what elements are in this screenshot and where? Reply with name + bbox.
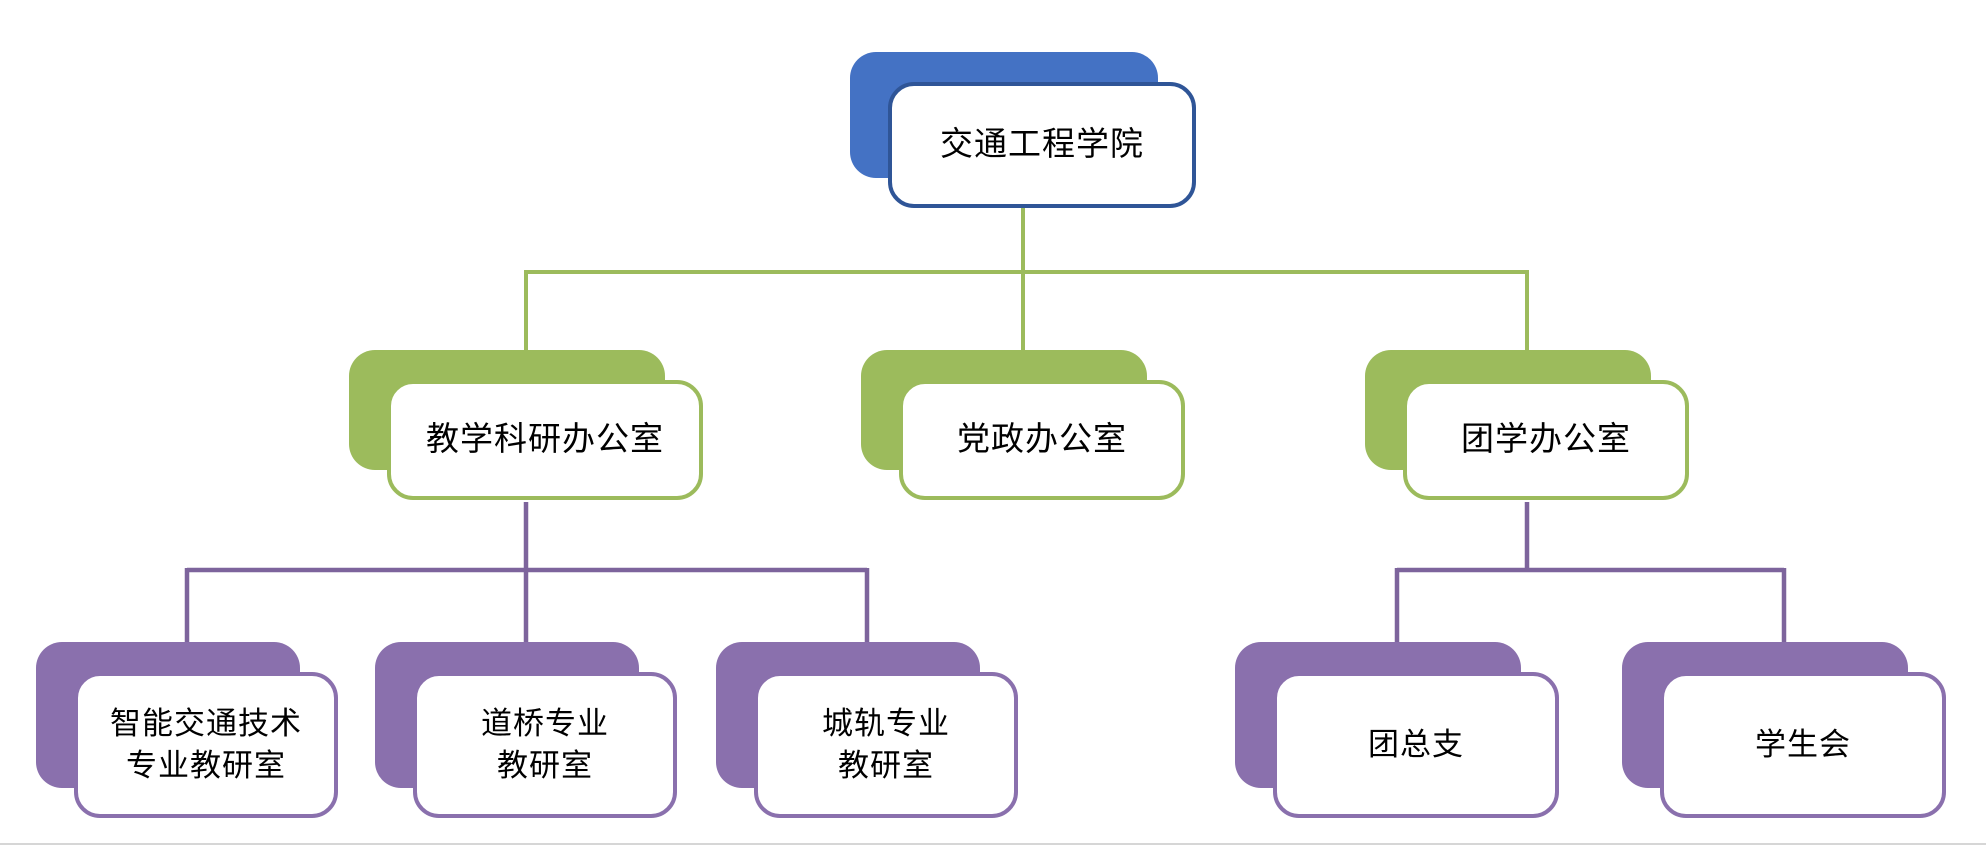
node-label: 学生会 xyxy=(1755,727,1851,763)
node-label: 智能交通技术 专业教研室 xyxy=(110,706,302,783)
node-label: 教学科研办公室 xyxy=(426,421,664,458)
node-label: 团总支 xyxy=(1368,727,1464,763)
node-front-box: 学生会 xyxy=(1660,672,1946,818)
node-front-box: 智能交通技术 专业教研室 xyxy=(74,672,338,818)
node-front-box: 道桥专业 教研室 xyxy=(413,672,677,818)
connector-root-to-level2 xyxy=(524,208,1529,350)
node-label: 党政办公室 xyxy=(957,421,1127,458)
connector-league-to-units xyxy=(1394,502,1787,642)
page-bottom-edge xyxy=(0,843,1986,845)
node-front-box: 团总支 xyxy=(1273,672,1559,818)
node-front-box: 城轨专业 教研室 xyxy=(754,672,1018,818)
node-label: 团学办公室 xyxy=(1461,421,1631,458)
node-front-box: 党政办公室 xyxy=(899,380,1185,500)
node-front-box: 交通工程学院 xyxy=(888,82,1196,208)
connector-teaching-to-sections xyxy=(184,502,870,642)
node-label: 道桥专业 教研室 xyxy=(481,706,609,783)
node-label: 城轨专业 教研室 xyxy=(822,706,950,783)
node-front-box: 教学科研办公室 xyxy=(387,380,703,500)
node-front-box: 团学办公室 xyxy=(1403,380,1689,500)
node-label: 交通工程学院 xyxy=(940,126,1144,163)
